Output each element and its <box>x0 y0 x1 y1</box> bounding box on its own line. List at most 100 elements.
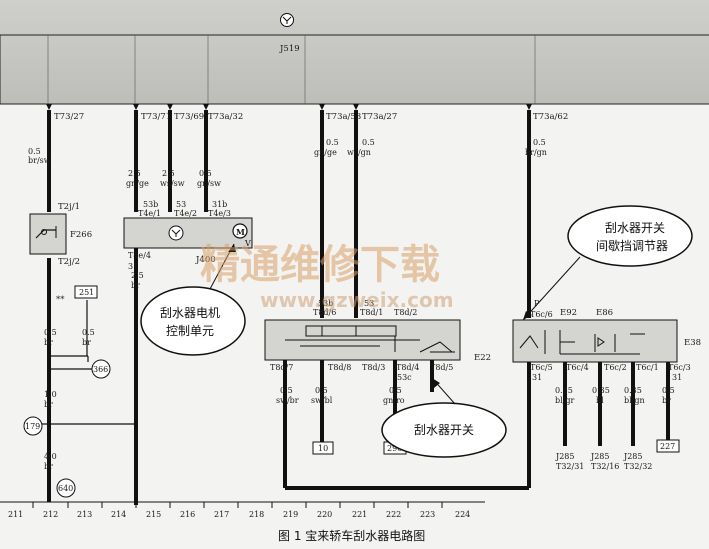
svg-text:0.5: 0.5 <box>82 328 95 337</box>
svg-text:211: 211 <box>8 510 23 519</box>
svg-text:br: br <box>82 338 91 347</box>
svg-text:gn/ge: gn/ge <box>126 179 149 188</box>
ground-icon <box>280 13 294 27</box>
svg-text:T2j/1: T2j/1 <box>58 202 80 212</box>
svg-text:227: 227 <box>660 442 675 451</box>
j519-pins: T73/27 T73/71 T73/69 T73a/32 T73a/53 T73… <box>54 112 568 122</box>
svg-text:T8d/3: T8d/3 <box>362 363 385 372</box>
svg-text:J285: J285 <box>590 452 609 461</box>
column-ruler: 211 212 213 214 215 216 217 218 219 220 … <box>8 502 470 519</box>
callout-wiper-switch: 刮水器开关 <box>381 377 507 458</box>
svg-text:T8d/2: T8d/2 <box>394 308 417 317</box>
svg-text:控制单元: 控制单元 <box>166 324 214 338</box>
svg-text:T32/16: T32/16 <box>591 462 619 471</box>
svg-text:ws/gn: ws/gn <box>347 148 371 157</box>
svg-text:0.5: 0.5 <box>199 169 212 178</box>
callout-intermittent: 刮水器开关 间歇挡调节器 <box>522 205 693 321</box>
j400-control-unit: 53b 53 31b T4e/1 T4e/2 T4e/3 M V T4e/4 3… <box>123 200 253 271</box>
callout-motor-control: 刮水器电机 控制单元 <box>140 243 246 356</box>
svg-text:刮水器电机: 刮水器电机 <box>160 306 220 320</box>
svg-text:刮水器开关: 刮水器开关 <box>414 423 474 437</box>
svg-text:gn/sw: gn/sw <box>197 179 221 188</box>
svg-text:bl: bl <box>596 396 604 405</box>
svg-text:T2j/2: T2j/2 <box>58 257 80 267</box>
svg-text:J285: J285 <box>555 452 574 461</box>
svg-text:219: 219 <box>283 510 298 519</box>
svg-text:2.5: 2.5 <box>131 271 144 280</box>
svg-text:E92: E92 <box>560 308 577 318</box>
svg-text:366: 366 <box>93 365 108 374</box>
svg-text:br: br <box>44 400 53 409</box>
svg-text:E38: E38 <box>684 338 701 348</box>
svg-text:31: 31 <box>672 373 682 382</box>
svg-text:T32/31: T32/31 <box>556 462 584 471</box>
svg-text:0.5: 0.5 <box>362 138 375 147</box>
j285-labels: J285 T32/31 J285 T32/16 J285 T32/32 <box>555 452 652 471</box>
e22-wiper-switch: 53b 53 T8d/6 T8d/1 T8d/2 E22 T8d/7 T8d/8… <box>264 299 491 382</box>
pin-t73a-62: T73a/62 <box>533 112 568 122</box>
svg-text:T4e/2: T4e/2 <box>174 209 197 218</box>
f266-switch: T2j/1 F266 T2j/2 ** <box>29 202 92 305</box>
svg-text:br/sw: br/sw <box>28 156 51 165</box>
svg-text:31: 31 <box>532 373 542 382</box>
svg-text:31: 31 <box>128 262 138 271</box>
svg-text:P: P <box>534 299 540 308</box>
svg-text:F266: F266 <box>70 230 92 240</box>
svg-text:218: 218 <box>249 510 264 519</box>
svg-text:222: 222 <box>386 510 401 519</box>
pin-t73a-27: T73a/27 <box>362 112 397 122</box>
svg-text:53b: 53b <box>318 299 333 308</box>
svg-text:0.5: 0.5 <box>662 386 675 395</box>
svg-text:0.35: 0.35 <box>555 386 573 395</box>
svg-text:T8d/5: T8d/5 <box>430 363 453 372</box>
svg-text:刮水器开关: 刮水器开关 <box>605 221 665 235</box>
pin-t73-69: T73/69 <box>174 112 204 122</box>
svg-text:T8d/1: T8d/1 <box>360 308 383 317</box>
svg-text:T4e/4: T4e/4 <box>128 251 151 260</box>
svg-text:2.5: 2.5 <box>162 169 175 178</box>
svg-text:sw/br: sw/br <box>276 396 299 405</box>
reference-markers: 251 366 179 640 10 296 227 <box>23 285 680 498</box>
watermark-url: www.gzweix.com <box>260 288 454 312</box>
svg-text:215: 215 <box>146 510 161 519</box>
svg-text:sw/bl: sw/bl <box>311 396 333 405</box>
svg-text:J285: J285 <box>623 452 642 461</box>
svg-text:bl/gr: bl/gr <box>555 396 574 405</box>
svg-text:gn/ro: gn/ro <box>383 396 405 405</box>
svg-text:T6c/5: T6c/5 <box>530 363 553 372</box>
svg-text:221: 221 <box>352 510 367 519</box>
svg-text:T4e/3: T4e/3 <box>208 209 231 218</box>
pin-t73a-32: T73a/32 <box>208 112 243 122</box>
svg-text:2.5: 2.5 <box>128 169 141 178</box>
watermark-main: 精通维修下载 <box>200 242 440 288</box>
svg-text:T6c/2: T6c/2 <box>604 363 627 372</box>
pin-t73-27: T73/27 <box>54 112 84 122</box>
svg-text:0.5: 0.5 <box>280 386 293 395</box>
svg-text:10: 10 <box>318 444 328 453</box>
svg-text:53c: 53c <box>397 373 412 382</box>
svg-text:31b: 31b <box>212 200 227 209</box>
svg-text:640: 640 <box>58 484 73 493</box>
pin-t73-71: T73/71 <box>141 112 171 122</box>
svg-text:0.5: 0.5 <box>389 386 402 395</box>
svg-text:E86: E86 <box>596 308 613 318</box>
pin-t73a-53: T73a/53 <box>326 112 361 122</box>
svg-text:bl/gn: bl/gn <box>624 396 645 405</box>
svg-text:br/gn: br/gn <box>525 148 547 157</box>
wire-labels: 0.5 br/sw 2.5 gn/ge 2.5 ws/sw 0.5 gn/sw … <box>28 138 675 471</box>
svg-text:T8d/7: T8d/7 <box>270 363 293 372</box>
svg-text:0.5: 0.5 <box>28 147 41 156</box>
svg-text:4.0: 4.0 <box>44 452 57 461</box>
figure-caption: 图 1 宝来轿车刮水器电路图 <box>278 528 425 543</box>
svg-text:1.0: 1.0 <box>44 390 57 399</box>
svg-text:T8d/6: T8d/6 <box>313 308 336 317</box>
svg-text:0.5: 0.5 <box>326 138 339 147</box>
svg-text:E22: E22 <box>474 353 491 363</box>
svg-text:0.5: 0.5 <box>533 138 546 147</box>
svg-text:T8d/8: T8d/8 <box>328 363 351 372</box>
svg-text:J400: J400 <box>195 255 216 265</box>
svg-text:V: V <box>244 239 251 248</box>
svg-text:T4e/1: T4e/1 <box>138 209 161 218</box>
